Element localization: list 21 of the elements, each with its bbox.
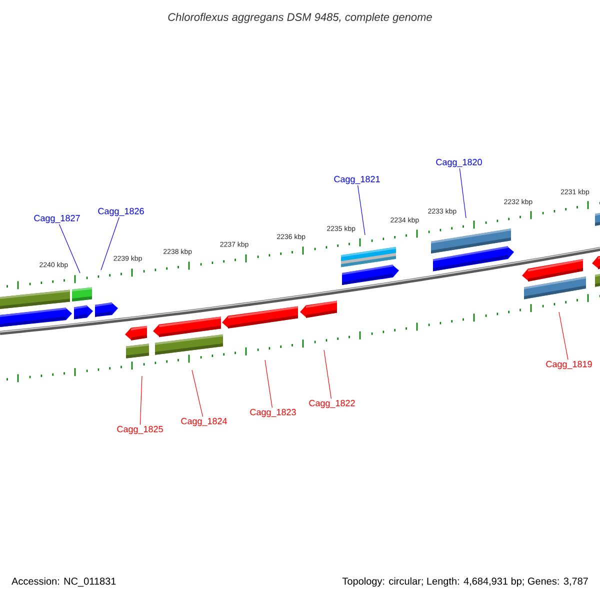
accession-text: Accession: NC_011831 xyxy=(12,577,116,587)
gene-label: Cagg_1823 xyxy=(250,408,296,418)
gene-label: Cagg_1827 xyxy=(34,214,80,224)
gene-label: Cagg_1820 xyxy=(436,158,482,168)
gene-label: Cagg_1819 xyxy=(546,360,592,370)
genome-stats-text: Topology: circular; Length: 4,684,931 bp; Genes: 3,787 xyxy=(342,577,588,587)
leader-line xyxy=(192,370,204,418)
gene-label: Cagg_1822 xyxy=(309,400,355,408)
leader-line xyxy=(558,312,568,360)
gene-label: Cagg_1825 xyxy=(117,426,163,434)
title: Chloroflexus aggregans DSM 9485, complete genome xyxy=(168,12,432,24)
leader-line xyxy=(264,360,272,408)
leader-line xyxy=(140,376,142,426)
gene-label: Cagg_1821 xyxy=(334,176,380,184)
leader-line xyxy=(324,350,332,400)
leader-line xyxy=(100,216,120,270)
leader-line xyxy=(459,168,466,218)
leader-line xyxy=(58,224,80,274)
leader-line xyxy=(357,184,366,236)
gene-label: Cagg_1826 xyxy=(98,208,144,216)
gene-label: Cagg_1824 xyxy=(181,418,227,426)
